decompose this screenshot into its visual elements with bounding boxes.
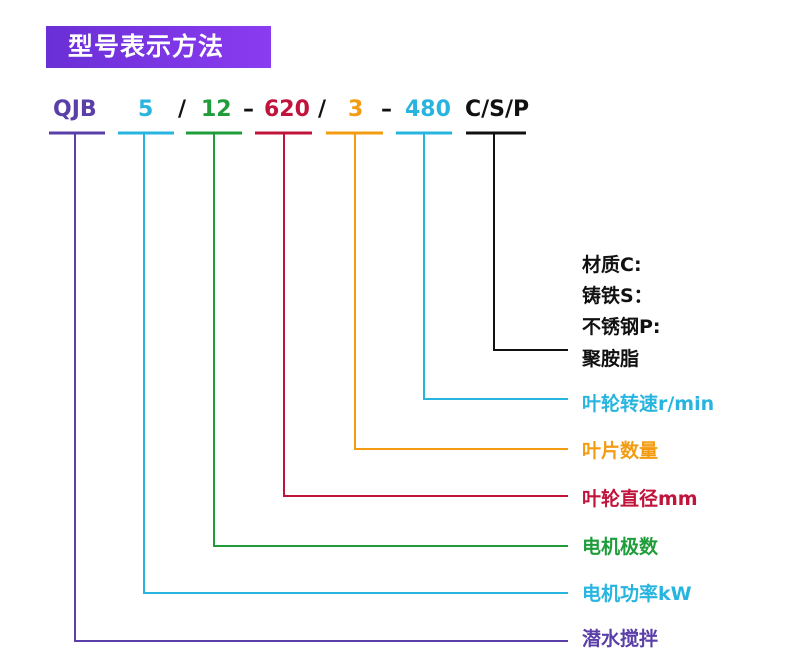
code-speed: 480 <box>405 97 451 122</box>
code-power: 5 <box>138 97 154 122</box>
desc-poles: 电机极数 <box>582 536 659 558</box>
leader-power <box>143 133 568 594</box>
leader-type <box>74 133 568 642</box>
material-line-3: 不锈钢P: <box>582 316 661 338</box>
code-slash-1: / <box>178 97 187 122</box>
material-line-4: 聚胺脂 <box>582 348 640 370</box>
desc-power: 电机功率kW <box>582 583 692 605</box>
code-poles: 12 <box>201 97 232 122</box>
material-line-2: 铸铁S： <box>582 285 653 307</box>
leader-speed <box>423 133 568 400</box>
code-diameter: 620 <box>264 97 310 122</box>
code-dash-2: – <box>381 97 392 122</box>
code-slash-2: / <box>318 97 327 122</box>
leader-diameter <box>283 133 568 497</box>
desc-diameter: 叶轮直径mm <box>582 488 698 510</box>
title-badge: 型号表示方法 <box>46 26 271 68</box>
desc-blades: 叶片数量 <box>582 440 659 462</box>
code-dash-1: – <box>243 97 254 122</box>
leader-poles <box>213 133 568 547</box>
desc-speed: 叶轮转速r/min <box>582 393 715 415</box>
leader-blades <box>354 133 568 450</box>
desc-type: 潜水搅拌 <box>582 628 659 650</box>
material-line-1: 材质C: <box>582 254 642 276</box>
code-blades: 3 <box>348 97 364 122</box>
code-qjb: QJB <box>53 97 97 122</box>
leader-material <box>493 133 568 351</box>
code-material: C/S/P <box>465 97 530 122</box>
